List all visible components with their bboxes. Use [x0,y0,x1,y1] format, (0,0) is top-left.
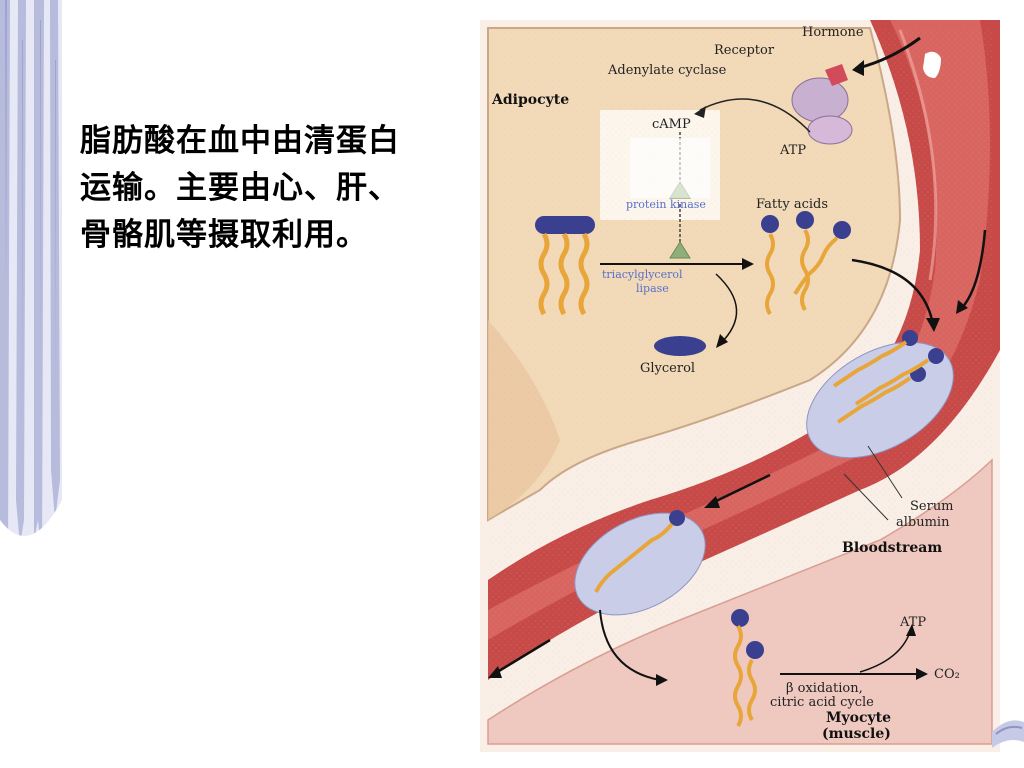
label-adenylate-cyclase: Adenylate cyclase [607,63,727,78]
fatty-acid-transport-diagram: Hormone Receptor Adenylate cyclase Adipo… [480,20,1000,752]
label-myocyte: Myocyte [826,710,891,726]
label-hormone: Hormone [802,25,864,40]
serum-albumin-lower [574,510,706,616]
hormone-icon [825,64,848,86]
label-protein-kinase: protein kinase [626,198,706,211]
label-atp-bottom: ATP [899,615,926,630]
label-adipocyte: Adipocyte [491,92,569,108]
corner-decor [992,720,1024,748]
label-atp-top: ATP [779,143,806,158]
label-tag-lipase-1: triacylglycerol [602,268,683,281]
serum-albumin-upper [806,330,954,459]
label-glycerol: Glycerol [640,361,695,376]
slide-body-text: 脂肪酸在血中由清蛋白运输。主要由心、肝、骨骼肌等摄取利用。 [80,123,400,253]
label-muscle: (muscle) [822,726,891,742]
label-co2: CO₂ [934,667,960,682]
triacylglycerol-molecule [535,216,595,316]
label-fatty-acids: Fatty acids [756,197,828,212]
label-camp: cAMP [652,117,691,132]
receptor-icon [791,77,849,123]
label-bloodstream: Bloodstream [842,540,942,556]
label-citric-acid-cycle: citric acid cycle [770,695,874,710]
label-tag-lipase-2: lipase [636,282,669,295]
label-beta-oxidation: β oxidation, [786,681,863,696]
glycerol-molecule [654,336,706,356]
label-receptor: Receptor [714,43,775,58]
fatty-acids-myocyte [731,609,764,728]
label-serum: Serum [910,499,954,514]
label-albumin: albumin [896,515,950,530]
fatty-acids-free [761,211,851,316]
lipase-icon [669,241,691,259]
left-decor-bar [0,0,62,768]
